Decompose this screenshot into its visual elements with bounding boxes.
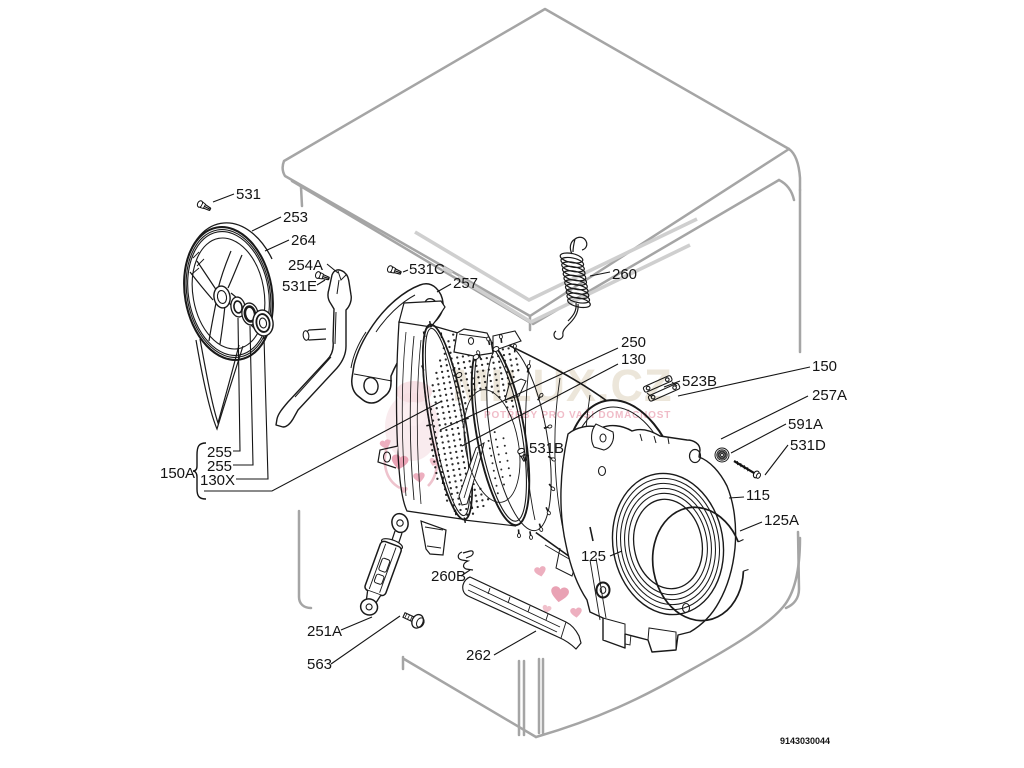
svg-text:POTŘEBY PRO VAŠI DOMÁCNOST: POTŘEBY PRO VAŠI DOMÁCNOST: [484, 408, 671, 421]
svg-text:MILUX.CZ: MILUX.CZ: [452, 360, 672, 411]
svg-text:253: 253: [283, 209, 308, 226]
svg-text:257: 257: [453, 275, 478, 292]
svg-text:531B: 531B: [529, 440, 564, 457]
svg-text:531: 531: [236, 186, 261, 203]
svg-text:531C: 531C: [409, 261, 445, 278]
svg-text:150: 150: [812, 358, 837, 375]
svg-text:257A: 257A: [812, 387, 847, 404]
svg-text:260: 260: [612, 266, 637, 283]
svg-text:563: 563: [307, 656, 332, 673]
svg-text:251A: 251A: [307, 623, 342, 640]
svg-text:591A: 591A: [788, 416, 823, 433]
svg-text:531D: 531D: [790, 437, 826, 454]
svg-text:254A: 254A: [288, 257, 323, 274]
svg-text:250: 250: [621, 334, 646, 351]
svg-text:262: 262: [466, 647, 491, 664]
svg-text:130X: 130X: [200, 472, 235, 489]
svg-text:130: 130: [621, 351, 646, 368]
svg-text:260B: 260B: [431, 568, 466, 585]
svg-text:125A: 125A: [764, 512, 799, 529]
svg-text:255: 255: [207, 444, 232, 461]
svg-text:523B: 523B: [682, 373, 717, 390]
svg-text:150A: 150A: [160, 465, 195, 482]
svg-text:125: 125: [581, 548, 606, 565]
svg-text:531E: 531E: [282, 278, 317, 295]
svg-text:9143030044: 9143030044: [780, 736, 830, 746]
svg-text:255: 255: [207, 458, 232, 475]
svg-text:264: 264: [291, 232, 316, 249]
svg-text:115: 115: [746, 487, 770, 504]
